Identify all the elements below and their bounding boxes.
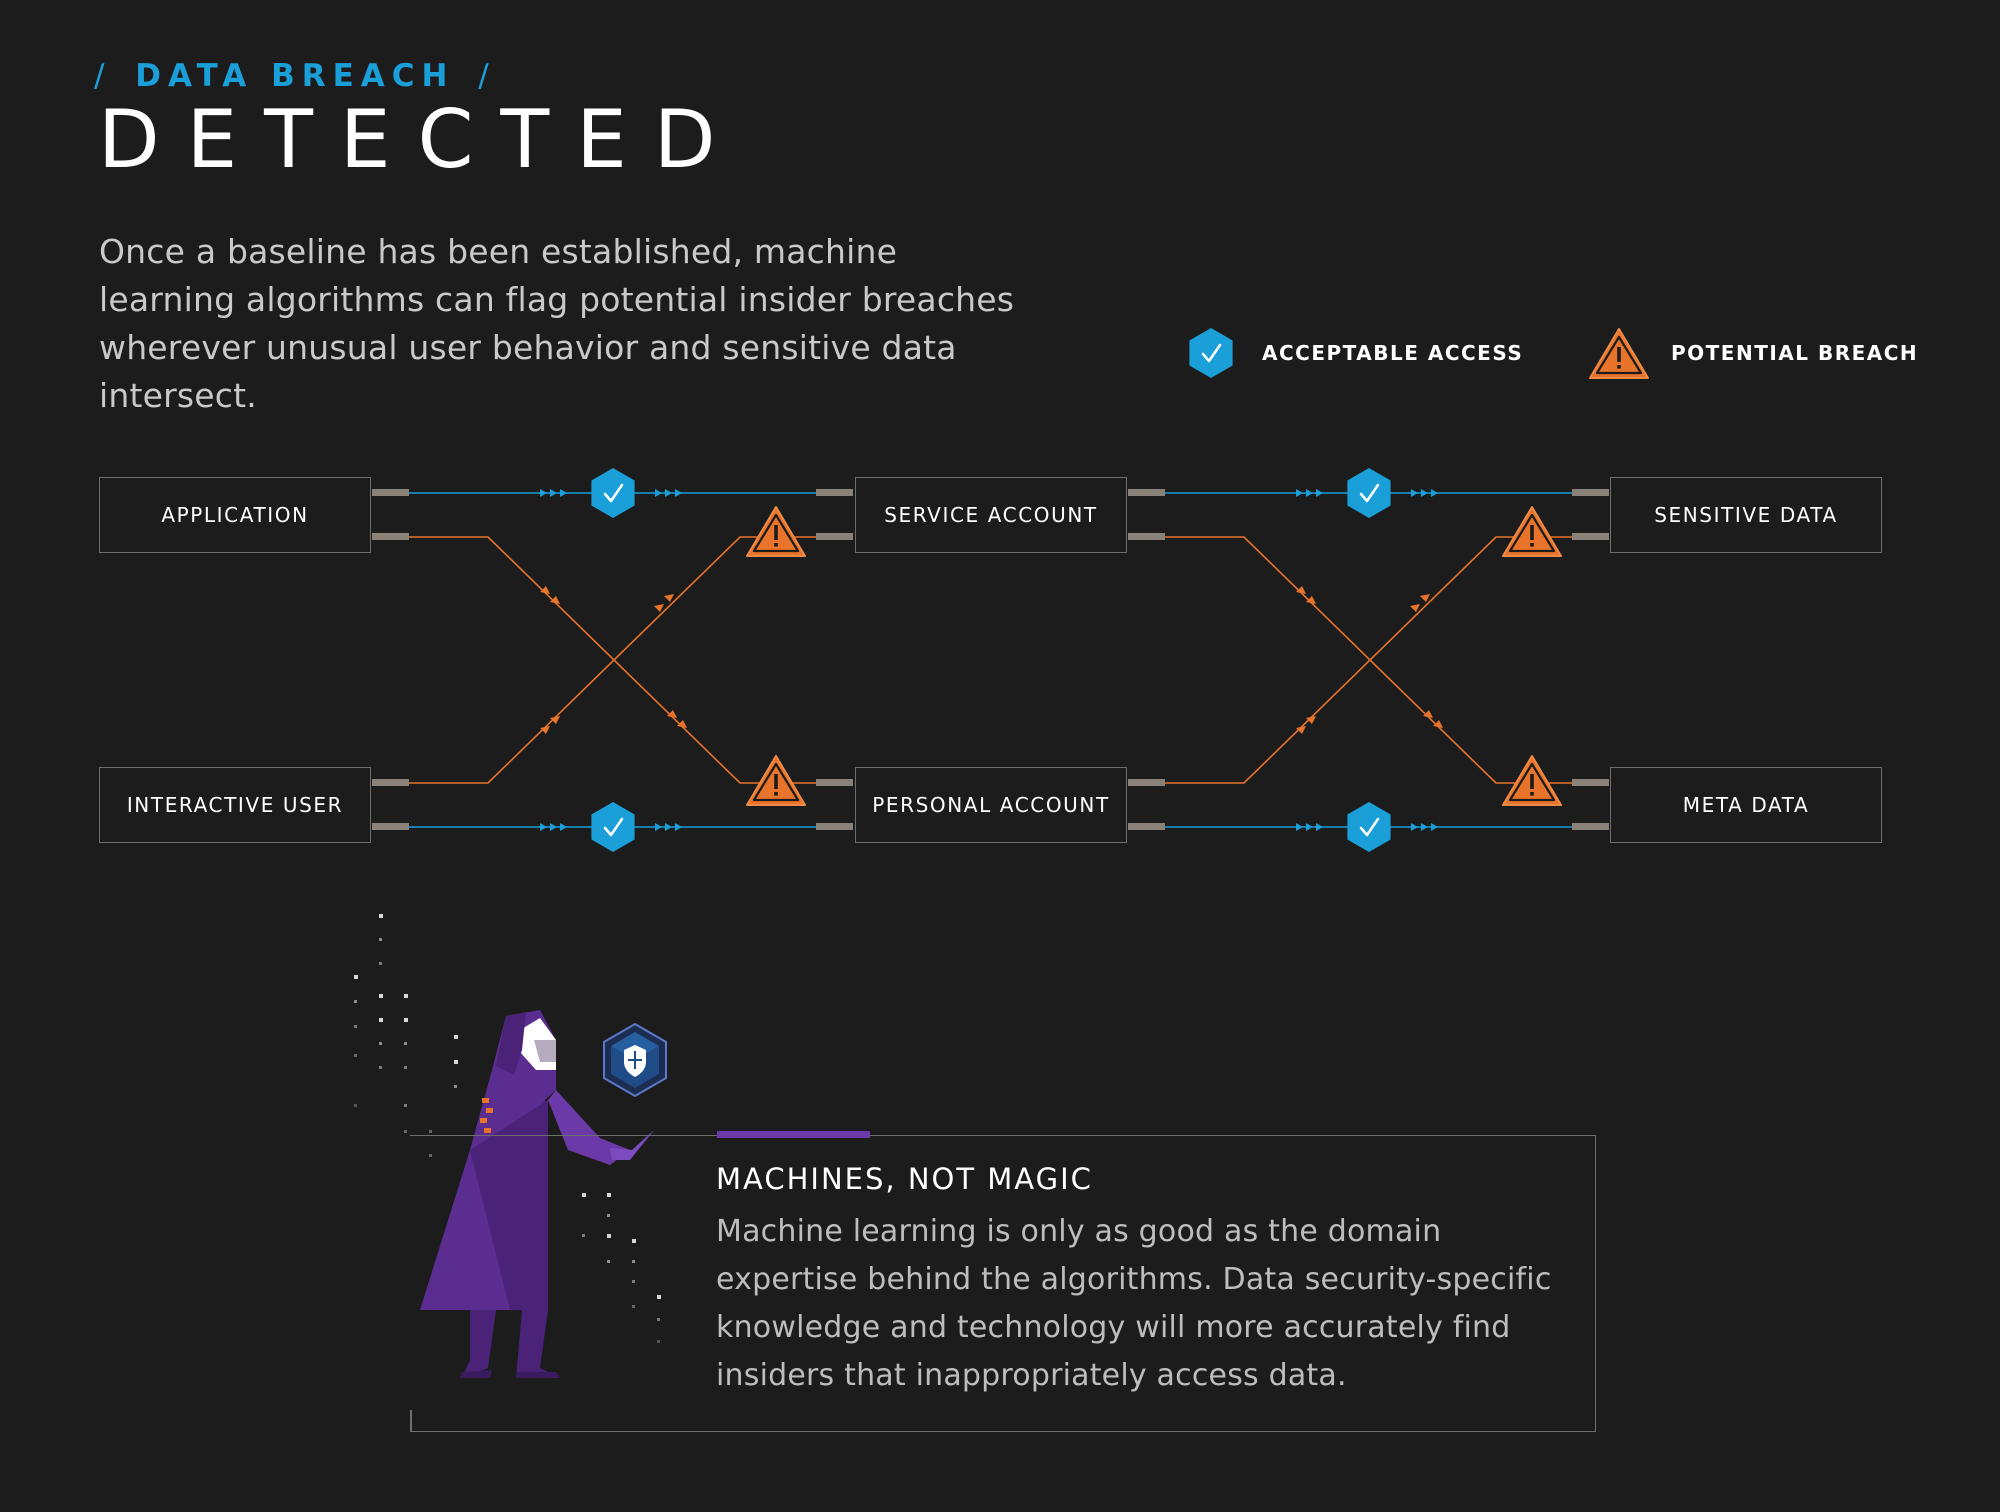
slash-left: / bbox=[94, 58, 112, 94]
dot-matrix-decoration bbox=[354, 914, 661, 1343]
hexagon-check-icon bbox=[590, 466, 636, 520]
page-title: DETECTED bbox=[98, 93, 743, 186]
legend-warning-triangle-icon bbox=[1588, 327, 1650, 380]
node-service-account: SERVICE ACCOUNT bbox=[855, 477, 1127, 553]
legend-hexagon-check-icon bbox=[1188, 326, 1234, 380]
hexagon-check-icon bbox=[590, 800, 636, 854]
callout-title: MACHINES, NOT MAGIC bbox=[716, 1162, 1093, 1196]
warning-triangle-icon bbox=[745, 505, 807, 558]
node-sensitive-data: SENSITIVE DATA bbox=[1610, 477, 1882, 553]
node-meta-data: META DATA bbox=[1610, 767, 1882, 843]
node-personal-account: PERSONAL ACCOUNT bbox=[855, 767, 1127, 843]
warning-triangle-icon bbox=[1501, 754, 1563, 807]
warning-triangle-icon bbox=[1501, 505, 1563, 558]
node-interactive-user: INTERACTIVE USER bbox=[99, 767, 371, 843]
hexagon-check-icon bbox=[1346, 800, 1392, 854]
eyebrow-label: / DATA BREACH / bbox=[88, 58, 502, 94]
legend-acceptable-label: ACCEPTABLE ACCESS bbox=[1262, 341, 1524, 365]
breach-lines bbox=[409, 536, 1572, 784]
warning-triangle-icon bbox=[745, 754, 807, 807]
hooded-figure-illustration bbox=[420, 1010, 654, 1378]
legend-breach-label: POTENTIAL BREACH bbox=[1671, 341, 1919, 365]
intro-paragraph: Once a baseline has been established, ma… bbox=[99, 232, 1015, 415]
hexagon-check-icon bbox=[1346, 466, 1392, 520]
shield-hexagon-icon bbox=[603, 1022, 667, 1098]
eyebrow-text: DATA BREACH bbox=[135, 58, 455, 94]
callout-accent-bar bbox=[717, 1131, 870, 1138]
callout-body: Machine learning is only as good as the … bbox=[716, 1214, 1552, 1393]
slash-right: / bbox=[478, 58, 496, 94]
breach-arrows bbox=[540, 586, 1443, 734]
connector-stubs bbox=[372, 489, 1609, 830]
callout-corner-line bbox=[410, 1410, 412, 1432]
node-application: APPLICATION bbox=[99, 477, 371, 553]
callout-box bbox=[410, 1135, 1596, 1432]
